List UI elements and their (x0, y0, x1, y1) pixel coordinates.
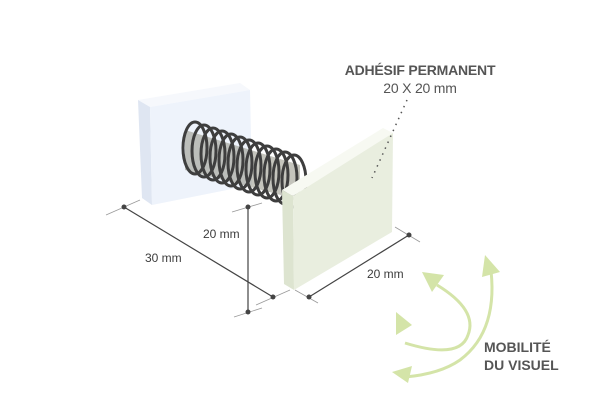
adhesive-label: ADHÉSIF PERMANENT 20 X 20 mm (330, 61, 510, 97)
dimension-width: 20 mm (367, 267, 404, 281)
mobility-label: MOBILITÉ DU VISUEL (484, 338, 559, 374)
dimension-lines (123, 206, 410, 312)
dimension-length: 30 mm (145, 251, 182, 265)
adhesive-leader-line (371, 99, 408, 179)
mobility-arrows-icon (404, 262, 494, 379)
front-plate (282, 128, 393, 290)
dimension-height: 20 mm (203, 227, 240, 241)
mobility-label-line2: DU VISUEL (484, 357, 559, 373)
adhesive-label-line2: 20 X 20 mm (383, 80, 457, 96)
adhesive-label-line1: ADHÉSIF PERMANENT (344, 62, 496, 78)
mobility-label-line1: MOBILITÉ (484, 339, 551, 355)
spring (181, 120, 308, 209)
